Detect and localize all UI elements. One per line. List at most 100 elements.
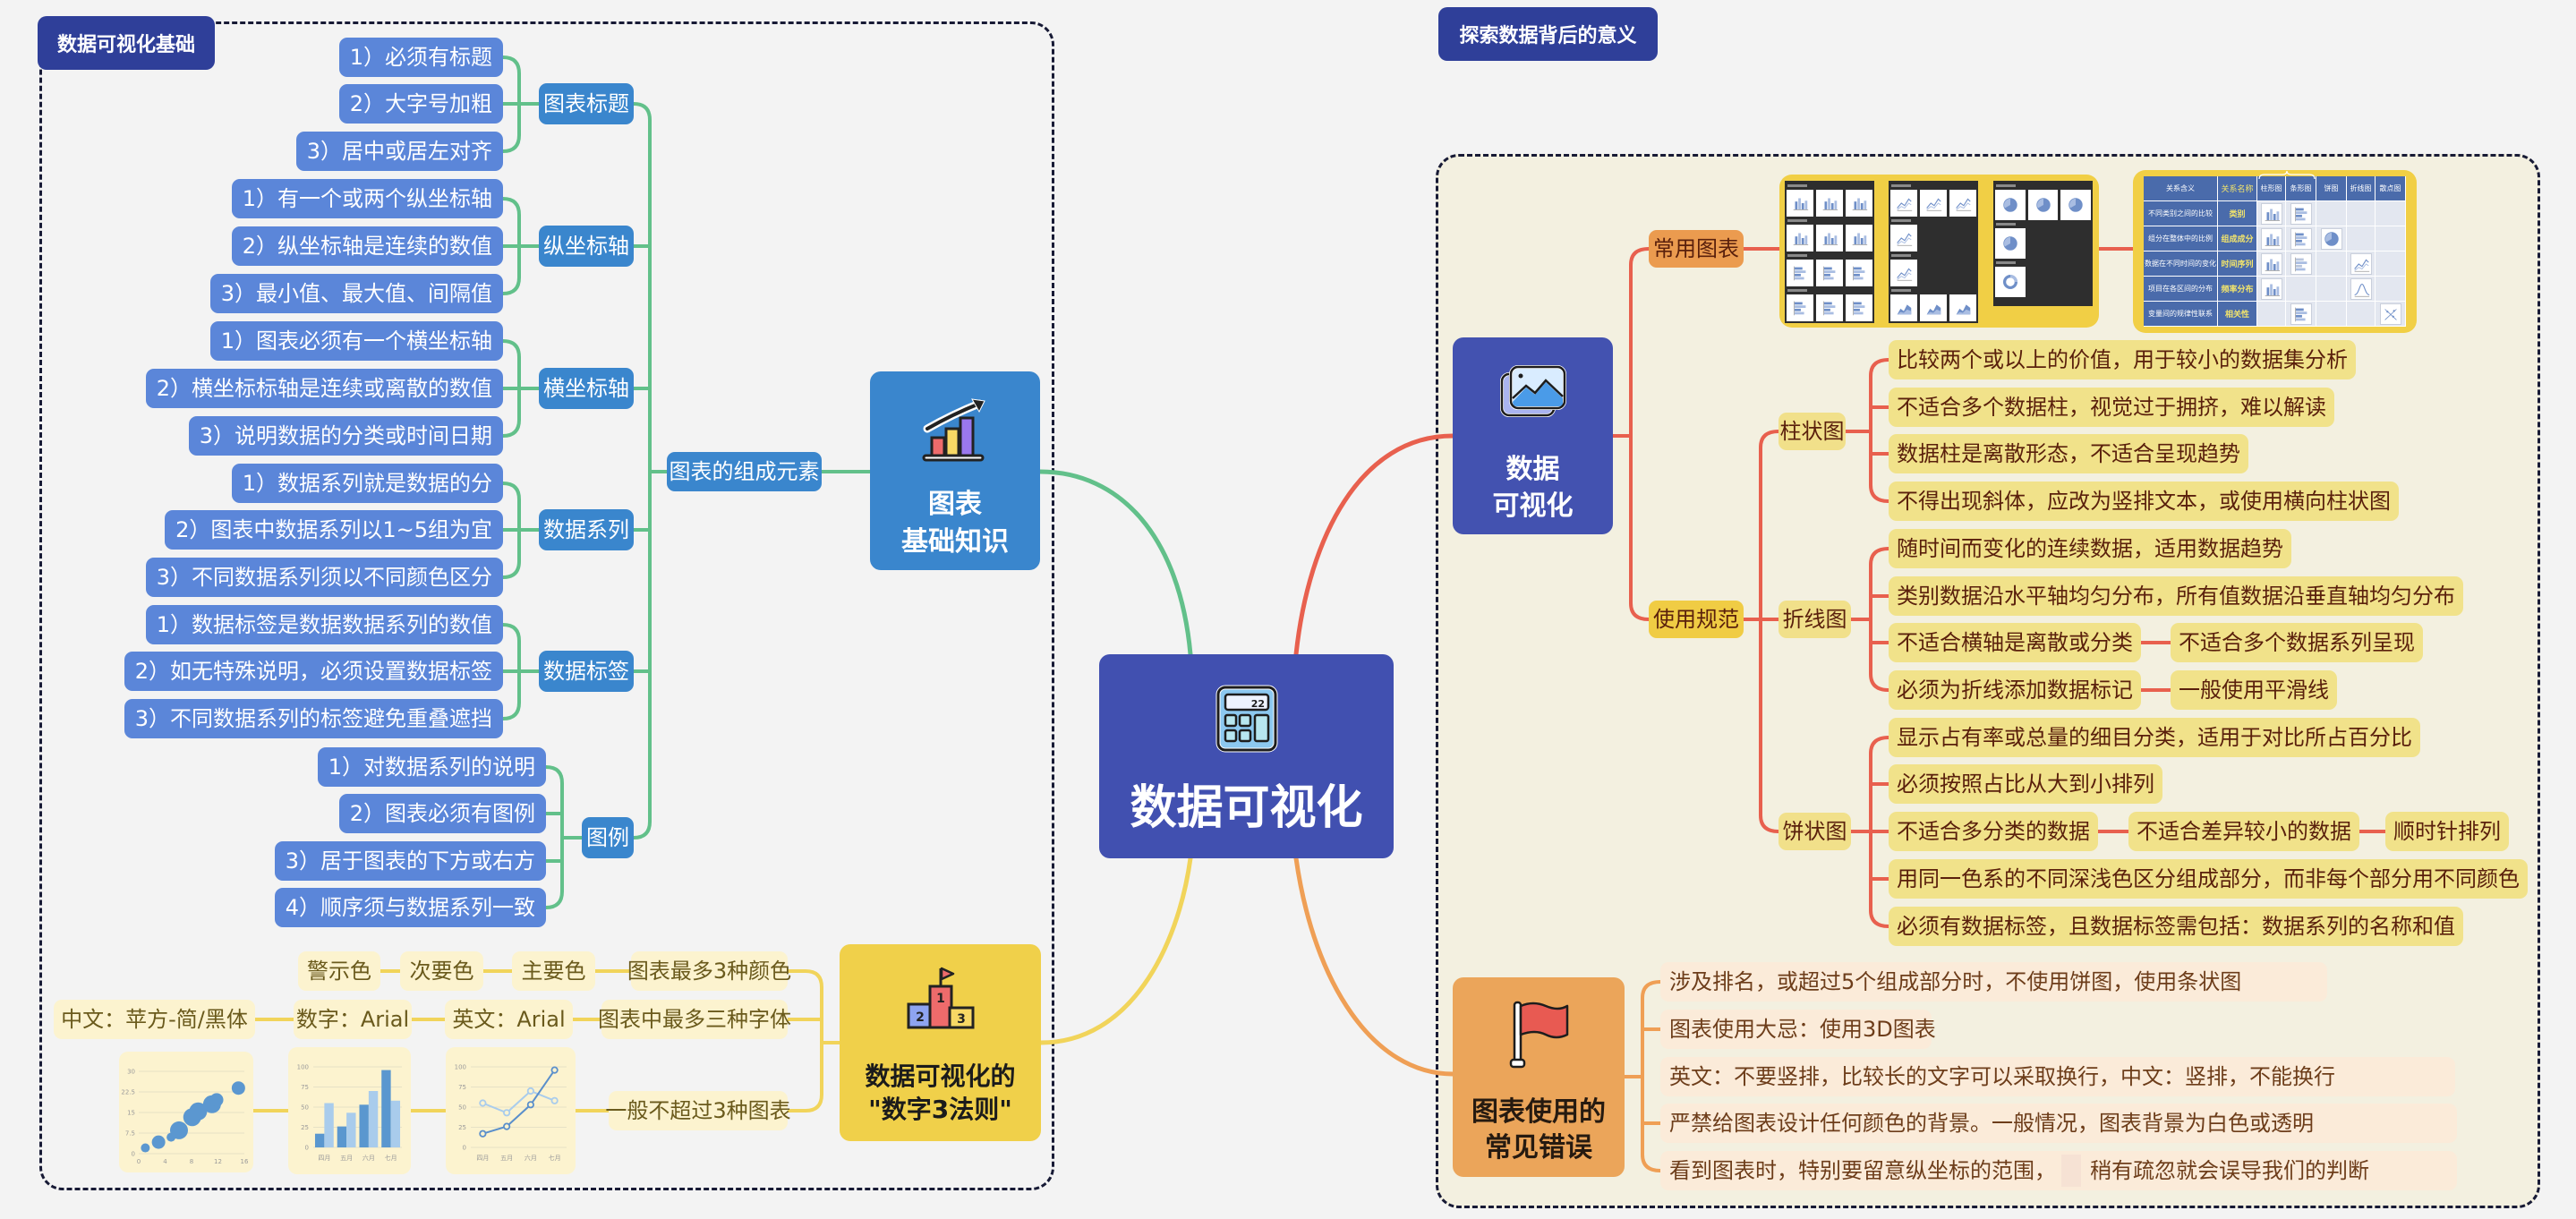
rule-leaf-node[interactable]: 不适合多个数据柱，视觉过于拥挤，难以解读 xyxy=(1889,388,2334,427)
category-node-x-axis[interactable]: 横坐标轴 xyxy=(539,368,634,409)
rule-leaf-node[interactable]: 不适合多分类的数据 xyxy=(1889,812,2098,851)
chart-basics-node[interactable]: 图表 基础知识 xyxy=(870,371,1040,570)
leaf-node[interactable]: 1）有一个或两个纵坐标轴 xyxy=(231,179,503,218)
line-chart-tile[interactable] xyxy=(1890,190,1917,217)
calculator-icon: 22 xyxy=(1215,685,1278,753)
leaf-node[interactable]: 2）如无特殊说明，必须设置数据标签 xyxy=(124,652,503,691)
column-3d-stacked-chart-tile[interactable] xyxy=(1816,225,1843,251)
leaf-node[interactable]: 2）大字号加粗 xyxy=(338,84,503,124)
rule-colors-node[interactable]: 图表最多3种颜色 xyxy=(627,951,791,991)
leaf-node[interactable]: 3）居中或居左对齐 xyxy=(295,132,503,171)
color-item-node[interactable]: 次要色 xyxy=(400,951,483,991)
data-visualization-node[interactable]: 数据 可视化 xyxy=(1453,337,1613,534)
mistake-leaf-node[interactable]: 图表使用大忌：使用3D图表 xyxy=(1660,1010,1936,1049)
category-node-data-labels[interactable]: 数据标签 xyxy=(539,651,634,692)
rule-leaf-node[interactable]: 不得出现斜体，应改为竖排文本，或使用横向柱状图 xyxy=(1889,482,2399,521)
line-chart-rules-node[interactable]: 折线图 xyxy=(1778,601,1851,638)
color-item-node[interactable]: 主要色 xyxy=(512,951,595,991)
rule-leaf-node[interactable]: 不适合多个数据系列呈现 xyxy=(2171,623,2423,662)
rule-leaf-node[interactable]: 用同一色系的不同深浅色区分组成部分，而非每个部分用不同颜色 xyxy=(1889,859,2528,899)
rule-leaf-node[interactable]: 不适合差异较小的数据 xyxy=(2128,812,2359,851)
leaf-node[interactable]: 1）数据标签是数据数据系列的数值 xyxy=(145,605,503,644)
bar-stacked-chart-tile[interactable] xyxy=(1816,260,1843,286)
common-charts-node[interactable]: 常用图表 xyxy=(1649,230,1744,268)
rule-leaf-node[interactable]: 数据柱是离散形态，不适合呈现趋势 xyxy=(1889,434,2248,473)
font-item-node[interactable]: 中文：苹方-简/黑体 xyxy=(54,1000,255,1039)
category-node-legend[interactable]: 图例 xyxy=(582,817,634,858)
central-topic[interactable]: 22 数据可视化 xyxy=(1099,654,1394,858)
rule-leaf-node[interactable]: 显示占有率或总量的细目分类，适用于对比所占百分比 xyxy=(1889,718,2420,757)
pie-chart-tile[interactable] xyxy=(1995,190,2026,220)
rule-leaf-node[interactable]: 比较两个或以上的价值，用于较小的数据集分析 xyxy=(1889,340,2356,379)
rule-leaf-node[interactable]: 必须按照占比从大到小排列 xyxy=(1889,764,2162,804)
bar-chart-rules-node[interactable]: 柱状图 xyxy=(1778,413,1846,450)
category-node-data-series[interactable]: 数据系列 xyxy=(539,509,634,550)
line-stacked-chart-tile[interactable] xyxy=(1920,190,1947,217)
leaf-node[interactable]: 3）最小值、最大值、间隔值 xyxy=(209,274,503,313)
column-chart-tile[interactable] xyxy=(1787,190,1813,217)
common-mistakes-node[interactable]: 图表使用的 常见错误 xyxy=(1453,977,1625,1177)
mistake-leaf-node[interactable]: 严禁给图表设计任何颜色的背景。一般情况，图表背景为白色或透明 xyxy=(1660,1104,2457,1143)
components-node[interactable]: 图表的组成元素 xyxy=(667,452,822,491)
font-item-node[interactable]: 英文：Arial xyxy=(445,1000,573,1039)
leaf-node[interactable]: 2）横坐标标轴是连续或离散的数值 xyxy=(145,369,503,408)
mistake-leaf-node[interactable]: 涉及排名，或超过5个组成部分时，不使用饼图，使用条状图 xyxy=(1660,962,2327,1002)
leaf-node[interactable]: 3）居于图表的下方或右方 xyxy=(274,841,546,881)
leaf-node[interactable]: 4）顺序须与数据系列一致 xyxy=(274,888,546,927)
rule-of-three-node[interactable]: 2 1 3 数据可视化的 "数字3法则" xyxy=(840,944,1041,1141)
leaf-node[interactable]: 1）图表必须有一个横坐标轴 xyxy=(209,321,503,361)
bar-chart-tile[interactable] xyxy=(1787,260,1813,286)
rule-leaf-node[interactable]: 一般使用平滑线 xyxy=(2171,670,2337,710)
line-3d-chart-tile[interactable] xyxy=(1890,260,1917,286)
bar-100-chart-tile[interactable] xyxy=(1846,260,1872,286)
x-tick-label: 六月 xyxy=(363,1154,375,1162)
rule-leaf-node[interactable]: 必须为折线添加数据标记 xyxy=(1889,670,2141,710)
leaf-node[interactable]: 1）对数据系列的说明 xyxy=(317,747,546,787)
leaf-node[interactable]: 2）纵坐标轴是连续的数值 xyxy=(231,226,503,266)
rule-leaf-node[interactable]: 不适合横轴是离散或分类 xyxy=(1889,623,2141,662)
area-chart-tile[interactable] xyxy=(1890,294,1917,321)
area-100-chart-tile[interactable] xyxy=(1949,294,1976,321)
column-100-chart-tile[interactable] xyxy=(1846,190,1872,217)
color-item-node[interactable]: 警示色 xyxy=(298,951,380,991)
rule-leaf-node[interactable]: 随时间而变化的连续数据，适用数据趋势 xyxy=(1889,529,2291,568)
leaf-node[interactable]: 3）不同数据系列的标签避免重叠遮挡 xyxy=(124,699,503,738)
font-item-node[interactable]: 数字：Arial xyxy=(294,1000,412,1039)
bar-3d-stacked-chart-tile[interactable] xyxy=(1816,294,1843,321)
mistake-leaf-node[interactable]: 英文：不要竖排，比较长的文字可以采取换行，中文：竖排，不能换行 xyxy=(1660,1057,2455,1096)
column-3d-100-chart-tile[interactable] xyxy=(1846,225,1872,251)
leaf-node[interactable]: 1）必须有标题 xyxy=(338,38,503,77)
line-markers-chart-tile[interactable] xyxy=(1890,225,1917,251)
area-stacked-chart-tile[interactable] xyxy=(1920,294,1947,321)
column-3d-chart-tile[interactable] xyxy=(1787,225,1813,251)
meaning-group-title[interactable]: 探索数据背后的意义 xyxy=(1438,7,1658,61)
pie-3d-chart-tile[interactable] xyxy=(1995,228,2026,259)
rule-leaf-node[interactable]: 顺时针排列 xyxy=(2385,812,2509,851)
rule-charts-node[interactable]: 一般不超过3种图表 xyxy=(605,1091,791,1130)
pie-chart-rules-node[interactable]: 饼状图 xyxy=(1778,813,1851,850)
leaf-node[interactable]: 2）图表必须有图例 xyxy=(338,794,546,833)
pie-with-bar-chart-tile[interactable] xyxy=(2060,190,2092,220)
basics-group-title[interactable]: 数据可视化基础 xyxy=(38,16,215,70)
rule-leaf-node[interactable]: 类别数据沿水平轴均匀分布，所有值数据沿垂直轴均匀分布 xyxy=(1889,576,2463,616)
leaf-node[interactable]: 1）数据系列就是数据的分 xyxy=(231,464,503,503)
rule-fonts-node[interactable]: 图表中最多三种字体 xyxy=(598,1000,791,1039)
doughnut-chart-tile[interactable] xyxy=(1995,267,2026,297)
column-stacked-chart-tile[interactable] xyxy=(1816,190,1843,217)
mistake-leaf-node[interactable]: 看到图表时，特别要留意纵坐标的范围， 稍有疏忽就会误导我们的判断 xyxy=(1660,1151,2457,1190)
leaf-node[interactable]: 2）图表中数据系列以1~5组为宜 xyxy=(165,510,503,550)
y-tick-label: 75 xyxy=(458,1084,466,1091)
category-node-y-axis[interactable]: 纵坐标轴 xyxy=(539,226,634,267)
pie-of-pie-chart-tile[interactable] xyxy=(2027,190,2059,220)
bar-3d-100-chart-tile[interactable] xyxy=(1846,294,1872,321)
leaf-node[interactable]: 3）不同数据系列须以不同颜色区分 xyxy=(145,558,503,597)
bar-3d-chart-tile[interactable] xyxy=(1787,294,1813,321)
rule-leaf-node[interactable]: 必须有数据标签，且数据标签需包括：数据系列的名称和值 xyxy=(1889,907,2463,946)
line-100-chart-tile[interactable] xyxy=(1949,190,1976,217)
category-node-chart-title[interactable]: 图表标题 xyxy=(539,83,634,124)
usage-rules-node[interactable]: 使用规范 xyxy=(1649,601,1744,638)
leaf-node[interactable]: 3）说明数据的分类或时间日期 xyxy=(188,416,503,456)
